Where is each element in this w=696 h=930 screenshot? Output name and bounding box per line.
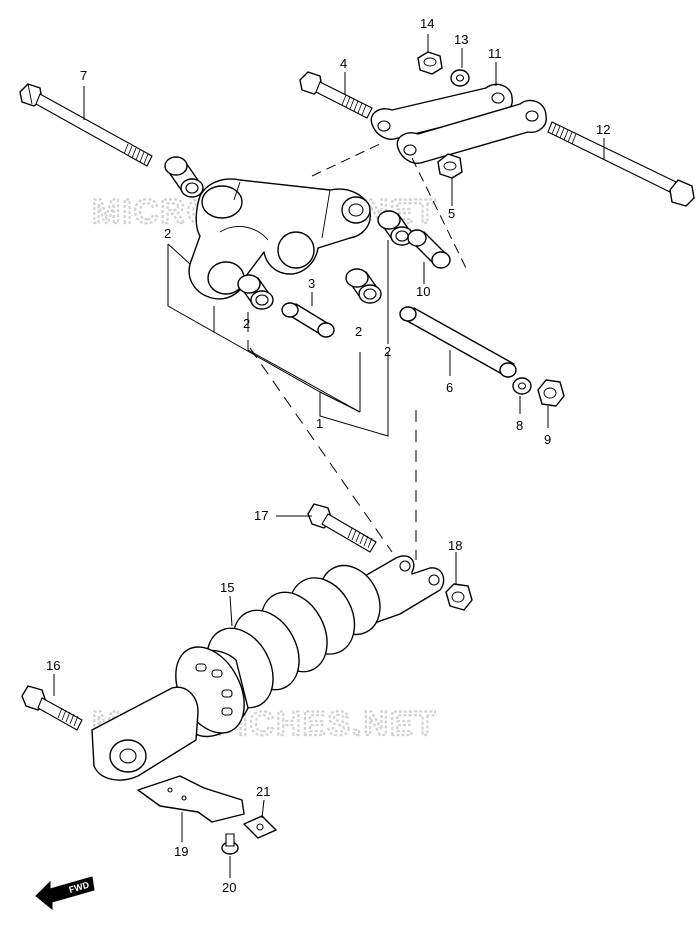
bolt-7[interactable] — [19, 83, 153, 167]
bearing-2-middle[interactable] — [345, 268, 382, 304]
label-2-left: 2 — [243, 316, 250, 331]
label-11: 11 — [488, 46, 502, 61]
nut-9[interactable] — [537, 379, 565, 407]
clip-nut-21[interactable] — [243, 815, 277, 839]
spacer-3[interactable] — [281, 302, 335, 338]
bolt-4[interactable] — [299, 71, 373, 119]
spacer-6[interactable] — [399, 306, 517, 378]
label-3: 3 — [308, 276, 315, 291]
label-12: 12 — [596, 122, 610, 137]
label-16: 16 — [46, 658, 60, 673]
leader-lines — [53, 34, 605, 878]
link-rod-11[interactable] — [370, 83, 547, 164]
label-9: 9 — [544, 432, 551, 447]
washer-8[interactable] — [512, 377, 532, 395]
label-13: 13 — [454, 32, 468, 47]
label-7: 7 — [80, 68, 87, 83]
bearing-2-top[interactable] — [164, 156, 204, 198]
label-14: 14 — [420, 16, 434, 31]
shock-absorber-15[interactable] — [91, 555, 445, 781]
label-2-right: 2 — [384, 344, 391, 359]
label-18: 18 — [448, 538, 462, 553]
label-2-middle: 2 — [355, 324, 362, 339]
nut-14[interactable] — [417, 51, 443, 75]
nut-18[interactable] — [445, 583, 473, 611]
cushion-lever-1[interactable] — [188, 178, 371, 300]
bearing-2-right[interactable] — [377, 210, 414, 246]
fwd-arrow-icon: FWD — [35, 876, 95, 911]
label-4: 4 — [340, 56, 347, 71]
washer-13[interactable] — [450, 69, 470, 87]
label-2-top: 2 — [164, 226, 171, 241]
screw-20[interactable] — [221, 833, 239, 855]
bolt-12[interactable] — [547, 121, 695, 207]
bearing-2-left[interactable] — [237, 274, 274, 310]
label-21: 21 — [256, 784, 270, 799]
label-17: 17 — [254, 508, 268, 523]
label-6: 6 — [446, 380, 453, 395]
label-20: 20 — [222, 880, 236, 895]
spacer-10[interactable] — [407, 229, 451, 269]
label-15: 15 — [220, 580, 234, 595]
label-8: 8 — [516, 418, 523, 433]
bolt-16[interactable] — [21, 685, 83, 731]
label-19: 19 — [174, 844, 188, 859]
bolt-17[interactable] — [307, 503, 377, 553]
bracket-19[interactable] — [137, 775, 245, 823]
label-1: 1 — [316, 416, 323, 431]
label-5: 5 — [448, 206, 455, 221]
nut-5[interactable] — [437, 153, 463, 179]
label-10: 10 — [416, 284, 430, 299]
